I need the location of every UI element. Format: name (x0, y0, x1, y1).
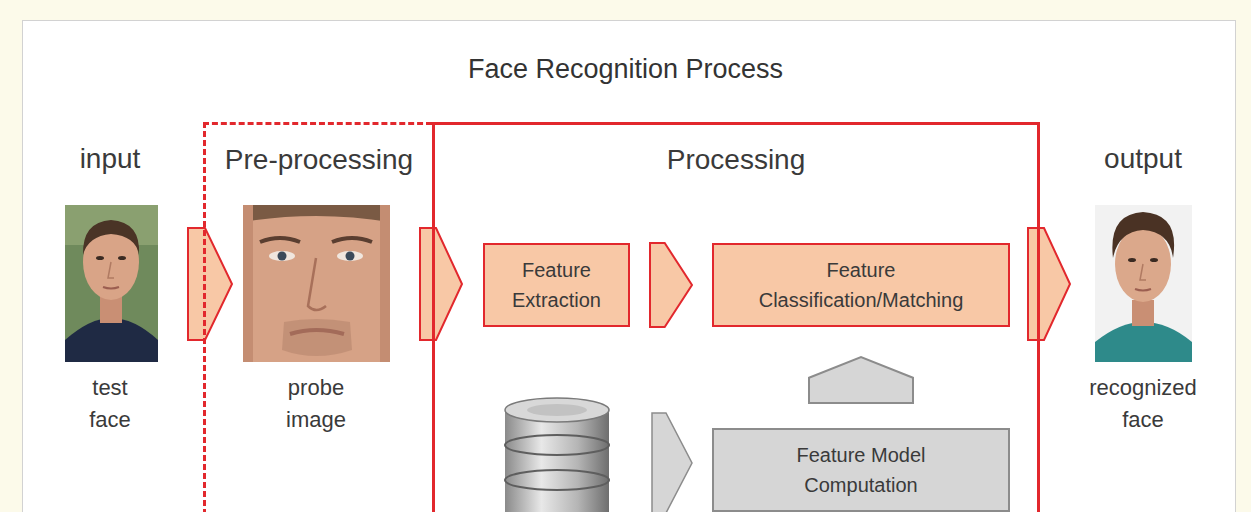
flow-chevron (652, 413, 692, 512)
recognized-face-photo (1095, 205, 1192, 362)
stage-label-wrap: output (1063, 142, 1223, 176)
stage-label-wrap: input (30, 142, 190, 176)
image-caption: test face (75, 372, 145, 436)
stage-label: input (30, 142, 190, 176)
region-heading: Pre-processing (206, 143, 432, 177)
flow-chevron-connector (809, 357, 913, 403)
image-caption: probe image (276, 372, 356, 436)
box-label: Feature Classification/Matching (724, 255, 998, 315)
region-heading-wrap: Pre-processing (206, 143, 432, 177)
box-label: Feature Extraction (495, 255, 618, 315)
process-box: Feature Extraction (483, 243, 630, 327)
box-label: Feature Model Computation (761, 440, 961, 500)
flow-chevron (1028, 228, 1070, 340)
probe-face-photo (243, 205, 390, 362)
region-heading-wrap: Processing (435, 143, 1037, 177)
image-caption: recognized face (1078, 372, 1208, 436)
preprocessing-region: Pre-processing (203, 122, 432, 512)
processing-region: ProcessingFeature Extraction Feature Clas… (432, 122, 1040, 512)
flow-chevron-connector (650, 243, 692, 327)
process-box: Feature Classification/Matching (712, 243, 1010, 327)
flow-chevron (188, 228, 232, 340)
diagram-title: Face Recognition Process (0, 52, 1251, 86)
image-caption-wrap: test face (75, 372, 145, 436)
stage-label: output (1063, 142, 1223, 176)
model-box: Feature Model Computation (712, 428, 1010, 512)
database-icon (505, 398, 609, 512)
image-caption-wrap: recognized face (1078, 372, 1208, 436)
image-caption-wrap: probe image (276, 372, 356, 436)
test-face-photo (65, 205, 158, 362)
region-heading: Processing (435, 143, 1037, 177)
flow-chevron (420, 228, 462, 340)
title-wrap: Face Recognition Process (0, 52, 1251, 86)
